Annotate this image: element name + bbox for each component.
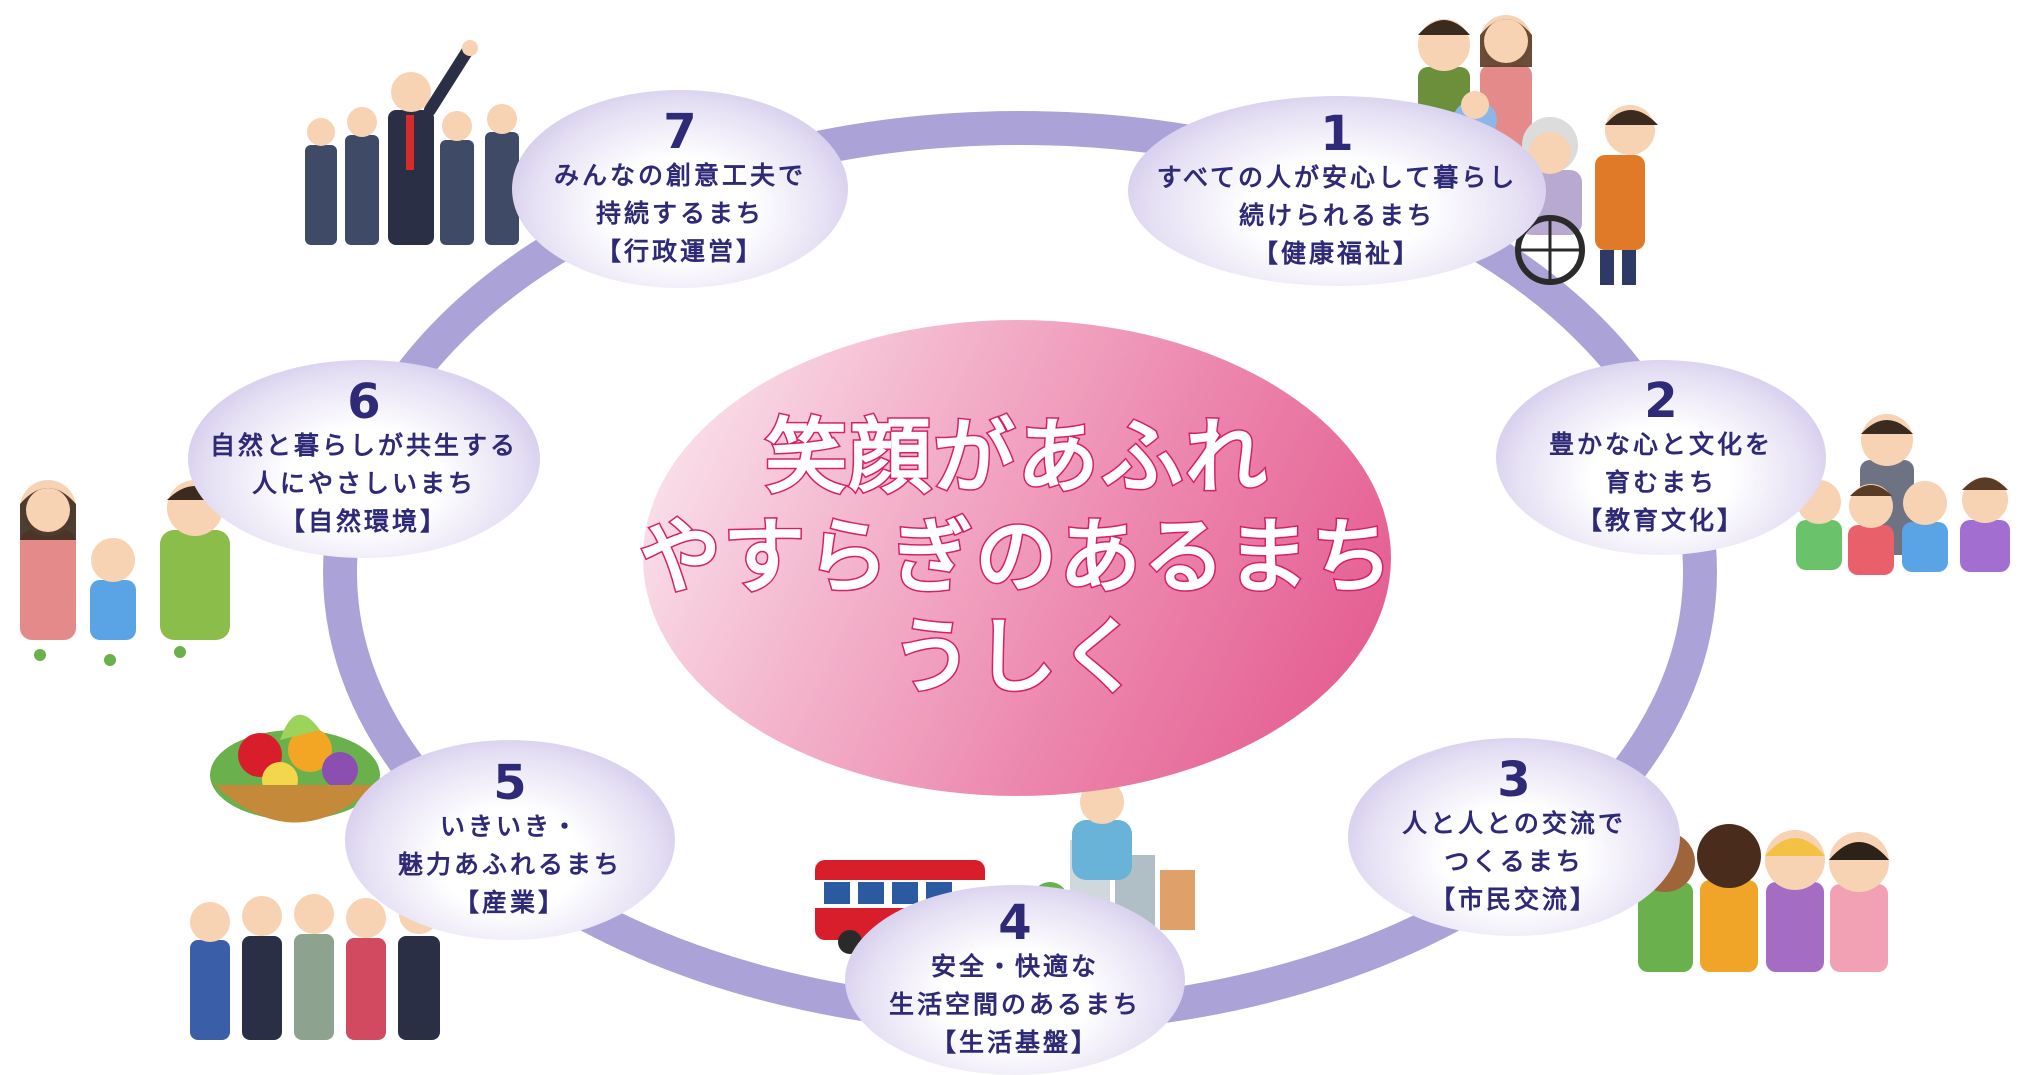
policy-node-7: 7 みんなの創意工夫で 持続するまち 【行政運営】: [512, 90, 848, 288]
node-title-line: つくるまち: [1444, 847, 1584, 876]
policy-node-6: 6 自然と暮らしが共生する 人にやさしいまち 【自然環境】: [188, 360, 540, 558]
family-nature-illustration: [10, 470, 250, 670]
node-title-line: すべての人が安心して暮らし: [1156, 163, 1518, 192]
children-teacher-illustration: [1790, 410, 2030, 580]
business-team-illustration: [300, 40, 530, 250]
node-title-line: 持続するまち: [595, 199, 764, 228]
vision-line-3: うしく: [889, 609, 1143, 707]
diverse-friends-illustration: [1630, 820, 1900, 980]
node-title-line: いきいき・: [439, 812, 580, 841]
node-title-line: 人にやさしいまち: [251, 469, 476, 498]
policy-node-3: 3 人と人との交流で つくるまち 【市民交流】: [1348, 738, 1680, 936]
node-title-line: 魅力あふれるまち: [397, 850, 622, 879]
node-title-line: 人と人との交流で: [1402, 809, 1626, 838]
node-title-line: 育むまち: [1604, 467, 1717, 497]
node-number: 1: [1320, 106, 1354, 162]
policy-node-5: 5 いきいき・ 魅力あふれるまち 【産業】: [345, 740, 675, 940]
vision-line-2: やすらぎのあるまち: [637, 509, 1396, 607]
policy-node-4: 4 安全・快適な 生活空間のあるまち 【生活基盤】: [845, 885, 1185, 1075]
vision-line-1: 笑顔があふれ: [763, 409, 1269, 507]
node-category: 【健康福祉】: [1252, 239, 1421, 268]
policy-node-2: 2 豊かな心と文化を 育むまち 【教育文化】: [1496, 360, 1826, 555]
node-category: 【自然環境】: [279, 507, 448, 536]
node-number: 5: [493, 755, 527, 811]
node-title-line: 続けられるまち: [1238, 201, 1435, 230]
node-category: 【行政運営】: [595, 237, 764, 266]
node-category: 【生活基盤】: [930, 1028, 1099, 1057]
vegetable-basket-workers-illustration: [170, 700, 470, 1060]
node-title-line: 自然と暮らしが共生する: [209, 431, 518, 460]
node-category: 【市民交流】: [1429, 885, 1598, 914]
policy-node-1: 1 すべての人が安心して暮らし 続けられるまち 【健康福祉】: [1128, 96, 1546, 286]
central-vision-ellipse: 笑顔があふれ やすらぎのあるまち うしく: [637, 320, 1395, 796]
node-category: 【産業】: [453, 888, 566, 917]
node-title-line: 生活空間のあるまち: [888, 990, 1141, 1019]
node-category: 【教育文化】: [1576, 505, 1745, 535]
node-title-line: みんなの創意工夫で: [553, 161, 806, 190]
node-title-line: 豊かな心と文化を: [1548, 429, 1773, 459]
node-number: 6: [347, 374, 381, 430]
node-number: 3: [1497, 752, 1531, 808]
node-title-line: 安全・快適な: [930, 952, 1099, 981]
node-number: 2: [1644, 372, 1678, 429]
node-number: 7: [663, 104, 697, 160]
node-number: 4: [998, 895, 1032, 951]
